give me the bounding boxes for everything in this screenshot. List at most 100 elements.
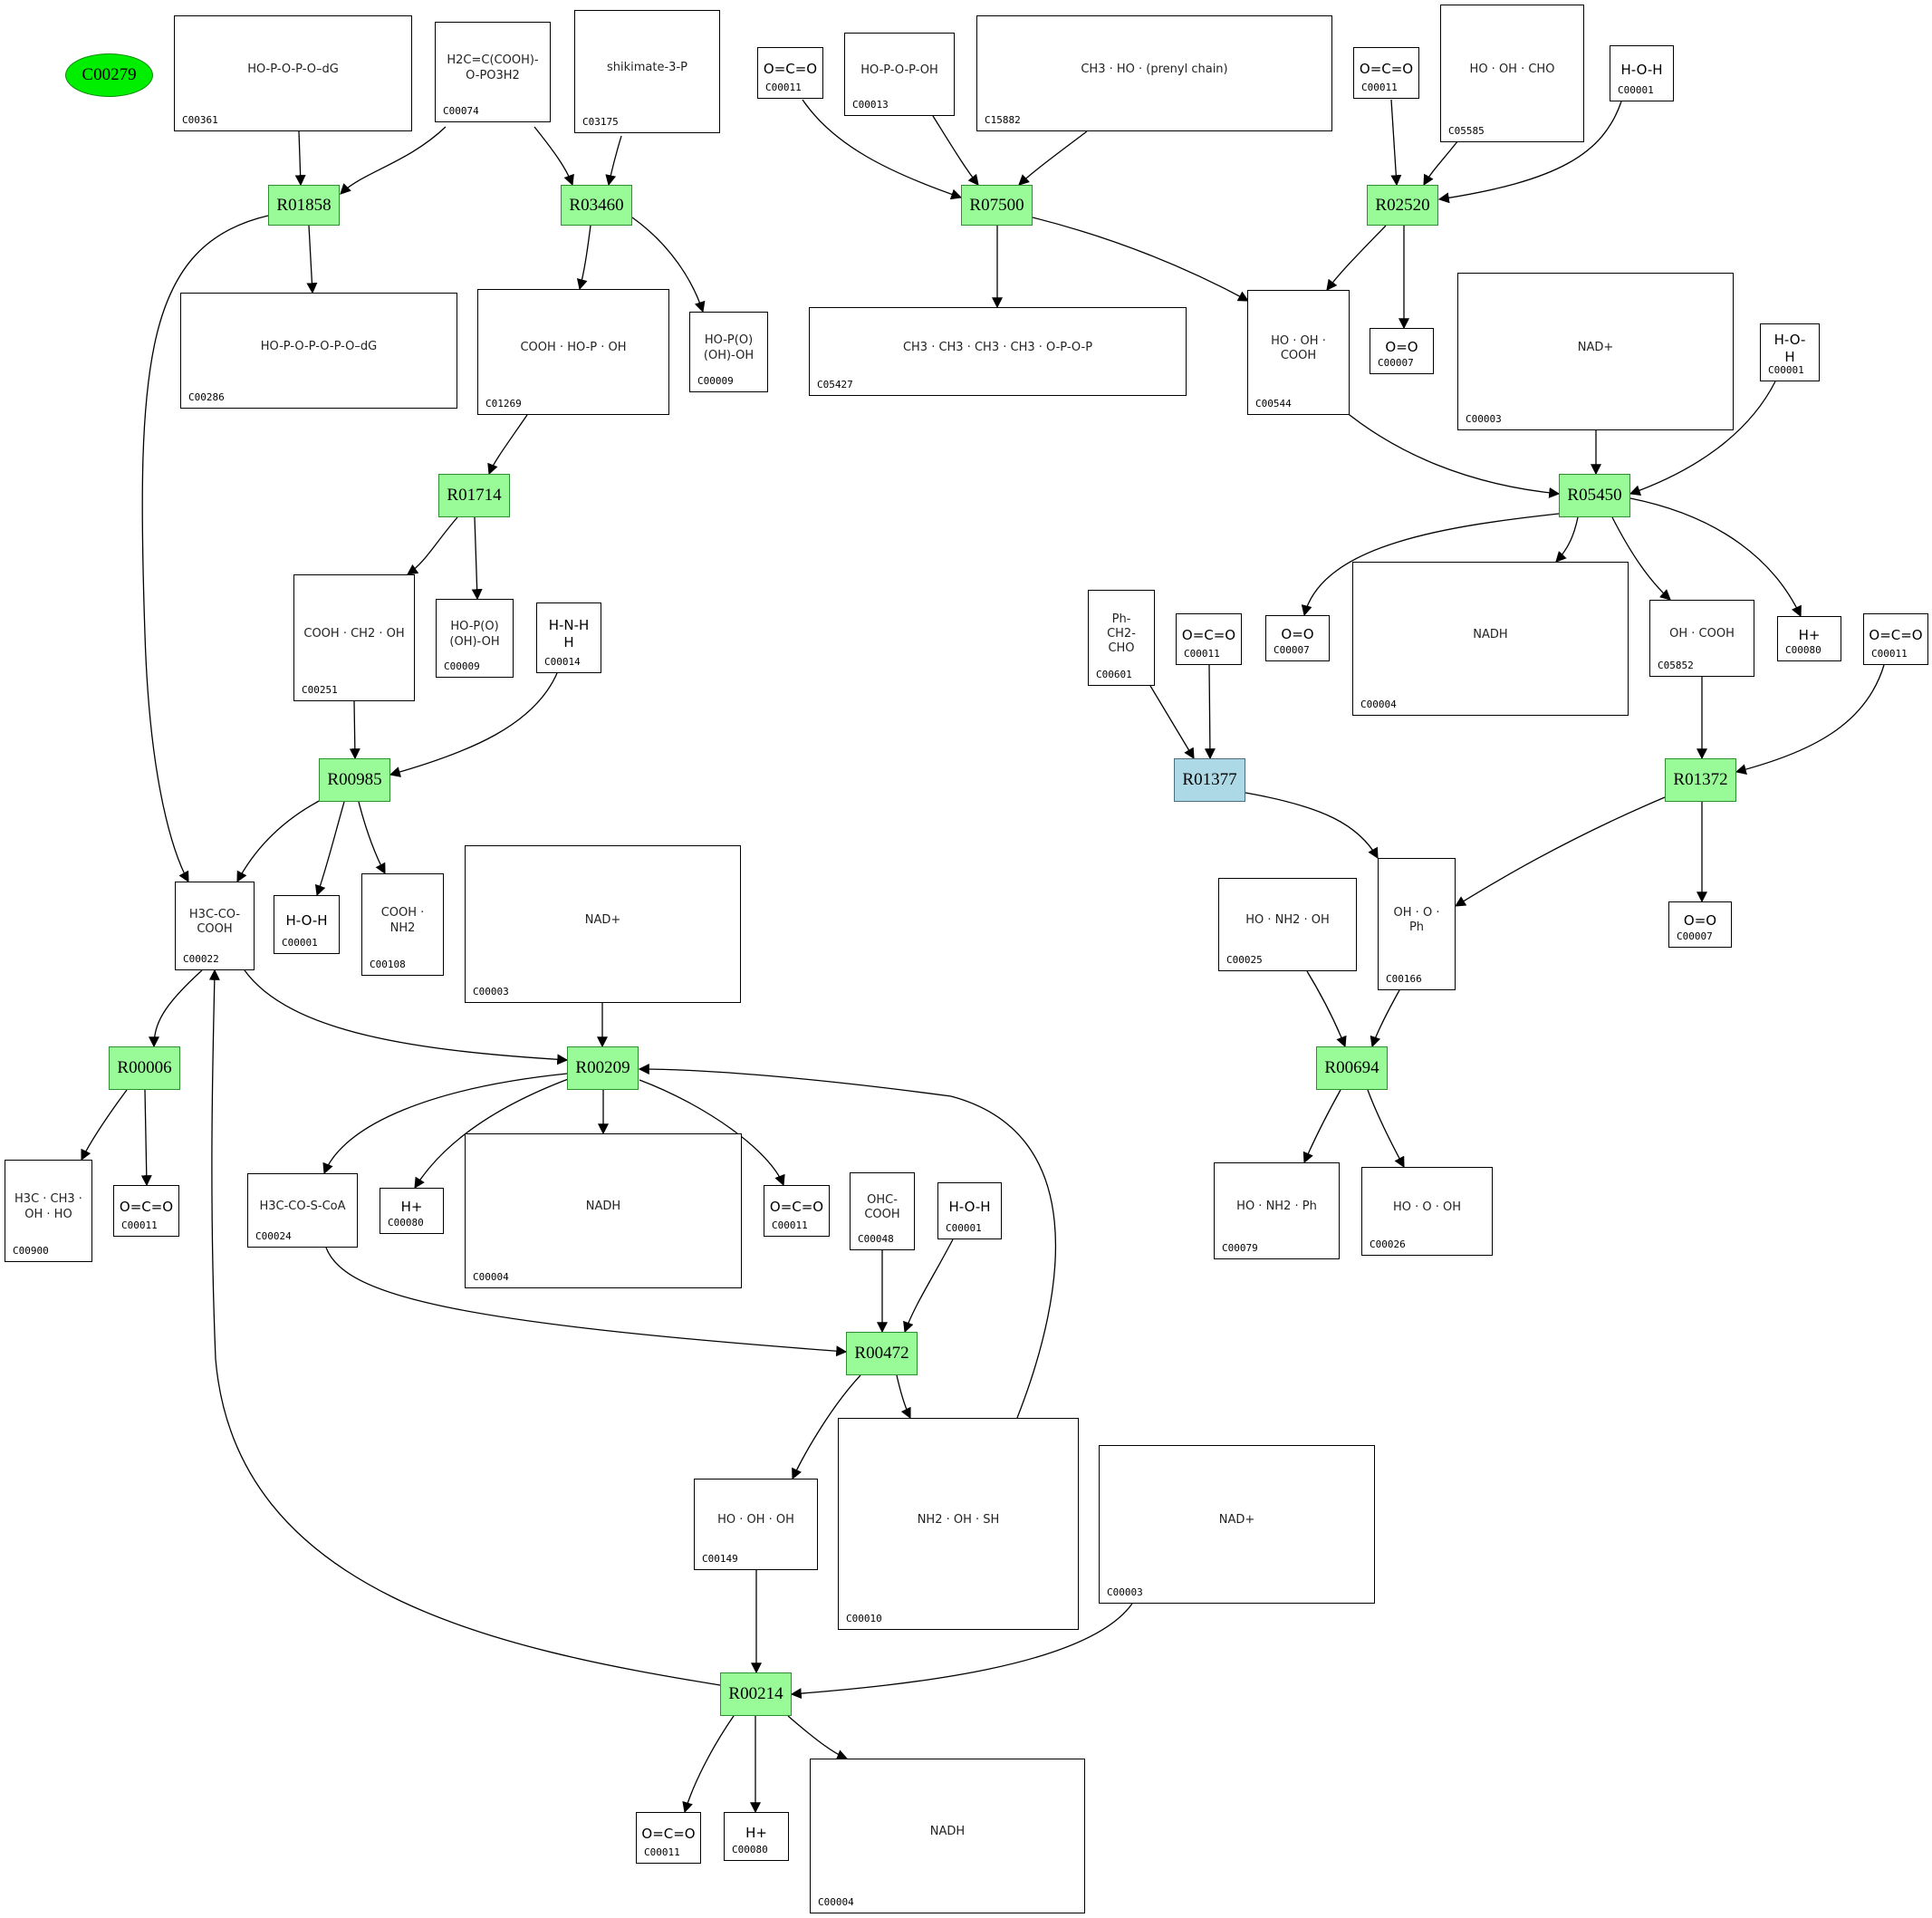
compound-c00009[interactable]: HO-P(O)(OH)-OH C00009 <box>436 599 514 678</box>
compound-c00025[interactable]: HO · NH2 · OH C00025 <box>1218 878 1357 971</box>
reaction-r01372[interactable]: R01372 <box>1665 758 1736 802</box>
compound-c00011[interactable]: O=C=O C00011 <box>1863 613 1928 665</box>
edge-r01858-c00286 <box>306 225 318 294</box>
compound-c00010[interactable]: NH2 · OH · SH C00010 <box>838 1418 1079 1630</box>
compound-c00080[interactable]: H+ C00080 <box>1777 616 1841 661</box>
compound-id: C00010 <box>846 1613 882 1624</box>
structure-c00286: HO-P-O-P-O-P-O–dG <box>260 339 378 353</box>
reaction-r05450[interactable]: R05450 <box>1559 474 1630 517</box>
compound-c00026[interactable]: HO · O · OH C00026 <box>1361 1167 1493 1256</box>
compound-c00166[interactable]: OH · O · Ph C00166 <box>1378 858 1456 990</box>
compound-c00003[interactable]: NAD+ C00003 <box>1099 1445 1375 1604</box>
compound-c00048[interactable]: OHC-COOH C00048 <box>850 1172 915 1250</box>
structure-pyruvate: H3C-CO-COOH <box>188 907 241 936</box>
structure-c05427: CH3 · CH3 · CH3 · CH3 · O-P-O-P <box>902 340 1093 354</box>
compound-id: C00074 <box>443 105 479 117</box>
compound-c00544[interactable]: HO · OH · COOH C00544 <box>1247 290 1350 415</box>
compound-c00900[interactable]: H3C · CH3 · OH · HO C00900 <box>5 1160 92 1262</box>
compound-c00080[interactable]: H+ C00080 <box>380 1188 444 1234</box>
reaction-r03460[interactable]: R03460 <box>561 185 632 226</box>
compound-c00014[interactable]: H-N-H H C00014 <box>536 602 601 673</box>
compound-c15882[interactable]: CH3 · HO · (prenyl chain) C15882 <box>976 15 1332 131</box>
compound-id: C03175 <box>582 116 619 128</box>
edge-r00694-c00079 <box>1302 1089 1341 1164</box>
compound-c00251[interactable]: COOH · CH2 · OH C00251 <box>293 574 415 701</box>
reaction-r01858[interactable]: R01858 <box>268 185 340 226</box>
structure-c00544: HO · OH · COOH <box>1271 333 1326 362</box>
compound-c00011[interactable]: O=C=O C00011 <box>757 47 823 99</box>
reaction-r02520[interactable]: R02520 <box>1367 185 1438 226</box>
compound-c00011[interactable]: O=C=O C00011 <box>113 1185 179 1237</box>
compound-c00007[interactable]: O=O C00007 <box>1370 328 1434 374</box>
edge-c05585-r02520 <box>1423 140 1459 187</box>
compound-c00149[interactable]: HO · OH · OH C00149 <box>694 1479 818 1570</box>
compound-id: C00048 <box>858 1233 894 1245</box>
compound-c03175[interactable]: shikimate-3-P C03175 <box>574 10 720 133</box>
edge-r03460-c00009 <box>631 217 706 313</box>
structure-proton: H+ <box>400 1199 423 1216</box>
compound-c05585[interactable]: HO · OH · CHO C05585 <box>1440 5 1584 142</box>
edge-c00011-r01377 <box>1204 664 1216 760</box>
compound-c00004[interactable]: NADH C00004 <box>465 1133 742 1288</box>
compound-c00011[interactable]: O=C=O C00011 <box>1353 47 1419 99</box>
reaction-r07500[interactable]: R07500 <box>961 185 1033 226</box>
structure-acetyl-coa: H3C-CO-S-CoA <box>259 1199 346 1213</box>
structure-co2: O=C=O <box>1869 627 1923 644</box>
compound-id: C00022 <box>183 953 219 965</box>
structure-phosphate: HO-P(O)(OH)-OH <box>449 620 500 649</box>
compound-c00001[interactable]: H-O-H C00001 <box>1610 45 1674 101</box>
compound-c01269[interactable]: COOH · HO-P · OH C01269 <box>477 289 669 415</box>
compound-c05427[interactable]: CH3 · CH3 · CH3 · CH3 · O-P-O-P C05427 <box>809 307 1187 396</box>
compound-c00286[interactable]: HO-P-O-P-O-P-O–dG C00286 <box>180 293 457 409</box>
edge-c00601-r01377 <box>1149 685 1195 760</box>
reaction-r00209[interactable]: R00209 <box>567 1046 639 1090</box>
compound-c00004[interactable]: NADH C00004 <box>1352 562 1629 716</box>
compound-c00074[interactable]: H2C=C(COOH)-O-PO3H2 C00074 <box>435 22 551 122</box>
compound-id: C00011 <box>772 1219 808 1231</box>
edge-r00472-c00010 <box>896 1374 911 1420</box>
compound-c00080[interactable]: H+ C00080 <box>724 1812 789 1861</box>
compound-c00024[interactable]: H3C-CO-S-CoA C00024 <box>247 1173 358 1248</box>
compound-c00007[interactable]: O=O C00007 <box>1668 901 1732 948</box>
structure-c00251: COOH · CH2 · OH <box>303 626 405 641</box>
compound-id: C05852 <box>1658 660 1694 671</box>
reaction-r00694[interactable]: R00694 <box>1316 1046 1388 1090</box>
compound-c00001[interactable]: H-O-H C00001 <box>937 1182 1002 1239</box>
compound-c00007[interactable]: O=O C00007 <box>1265 615 1330 661</box>
reaction-r00985[interactable]: R00985 <box>319 758 390 802</box>
compound-c00079[interactable]: HO · NH2 · Ph C00079 <box>1214 1162 1340 1259</box>
compound-id: C00026 <box>1370 1239 1406 1250</box>
compound-c00011[interactable]: O=C=O C00011 <box>636 1812 701 1864</box>
structure-c00601: Ph-CH2-CHO <box>1107 612 1136 656</box>
edge-r00985-c00001 <box>314 801 345 897</box>
compound-c00003[interactable]: NAD+ C00003 <box>1457 273 1734 430</box>
reaction-r00214[interactable]: R00214 <box>720 1672 792 1716</box>
compound-c00108[interactable]: COOH · NH2 C00108 <box>361 873 444 976</box>
compound-c00013[interactable]: HO-P-O-P-OH C00013 <box>844 33 955 116</box>
structure-c00900: H3C · CH3 · OH · HO <box>14 1192 82 1221</box>
reaction-r01377[interactable]: R01377 <box>1174 758 1245 802</box>
focus-compound-c00279[interactable]: C00279 <box>65 53 153 97</box>
compound-c00001[interactable]: H-O-H C00001 <box>1760 323 1820 381</box>
compound-c00601[interactable]: Ph-CH2-CHO C00601 <box>1088 590 1155 686</box>
compound-c00011[interactable]: O=C=O C00011 <box>1176 613 1242 665</box>
structure-water: H-O-H <box>285 912 328 930</box>
compound-c00004[interactable]: NADH C00004 <box>810 1759 1085 1913</box>
compound-c00011[interactable]: O=C=O C00011 <box>764 1185 830 1237</box>
compound-c00001[interactable]: H-O-H C00001 <box>274 895 340 954</box>
structure-glutamate: HO · NH2 · OH <box>1245 913 1330 928</box>
structure-co2: O=C=O <box>763 61 818 78</box>
edge-r00209-c00011 <box>639 1079 785 1187</box>
compound-id: C00108 <box>370 959 406 970</box>
compound-c00009[interactable]: HO-P(O)(OH)-OH C00009 <box>689 312 768 392</box>
reaction-r00006[interactable]: R00006 <box>109 1046 180 1090</box>
reaction-r01714[interactable]: R01714 <box>438 474 510 517</box>
compound-id: C00013 <box>852 99 889 111</box>
edge-r00214-c00011 <box>682 1715 735 1814</box>
compound-id: C00166 <box>1386 973 1422 985</box>
reaction-r00472[interactable]: R00472 <box>846 1332 918 1375</box>
compound-c00361[interactable]: HO-P-O-P-O–dG C00361 <box>174 15 412 131</box>
compound-c00003[interactable]: NAD+ C00003 <box>465 845 741 1003</box>
compound-c05852[interactable]: OH · COOH C05852 <box>1649 600 1754 677</box>
compound-c00022[interactable]: H3C-CO-COOH C00022 <box>175 882 255 970</box>
